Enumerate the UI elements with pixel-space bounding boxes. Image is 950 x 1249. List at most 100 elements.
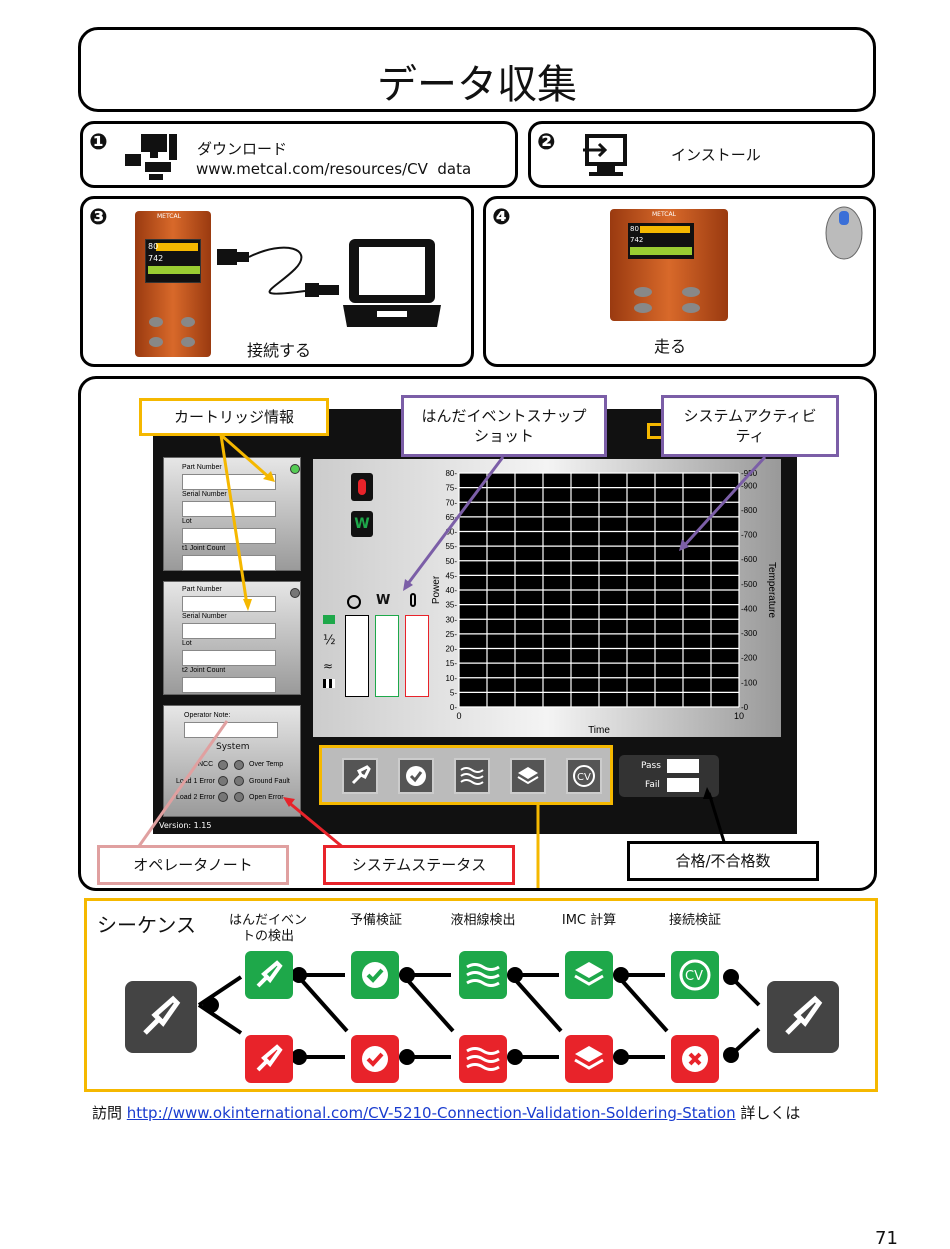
check-icon	[406, 766, 426, 786]
app-window: Part Number Serial Number Lot t1 Joint C…	[153, 409, 797, 834]
part-number-field[interactable]	[182, 596, 276, 612]
tip-event-button[interactable]	[342, 758, 378, 794]
y-tick-label: 35-	[445, 601, 457, 610]
field-label: Part Number	[182, 464, 222, 471]
serial-number-field[interactable]	[182, 501, 276, 517]
liquidus-button[interactable]	[454, 758, 490, 794]
status-label: Load 2 Error	[176, 794, 215, 801]
computer-icon	[125, 134, 177, 180]
soldering-tip-icon	[143, 995, 181, 1035]
serial-number-field[interactable]	[182, 623, 276, 639]
verify-fail-tile	[351, 1035, 399, 1083]
thermometer-bulb	[358, 479, 366, 495]
device-port	[634, 287, 652, 297]
device-screen-temp: 742	[630, 236, 644, 244]
device-brand: METCAL	[157, 213, 181, 220]
x-tick-label: 10	[734, 711, 744, 721]
x-tick-label: 0	[456, 711, 461, 721]
y-tick-label: 45-	[445, 571, 457, 580]
device-screen: 80 742	[628, 223, 694, 259]
sequence-box: シーケンス はんだイベントの検出 予備検証 液相線検出 IMC 計算 接続検証	[84, 898, 878, 1092]
y-tick-label: 65-	[445, 513, 457, 522]
step-4-box: ❹ METCAL 80 742 走る	[483, 196, 876, 367]
seq-label: 液相線検出	[450, 913, 516, 928]
callout-arrows	[135, 433, 767, 888]
device-brand: METCAL	[652, 211, 676, 218]
lot-field[interactable]	[182, 528, 276, 544]
cv-button[interactable]: CV	[566, 758, 602, 794]
passfail-callout: 合格/不合格数	[627, 841, 819, 881]
joint-count-field[interactable]	[182, 555, 276, 571]
operator-note-field[interactable]	[184, 722, 278, 738]
soldering-tip-icon	[256, 960, 283, 988]
x-circle-icon	[682, 1046, 708, 1072]
soldering-tip-icon	[351, 765, 371, 785]
y-axis-label: Power	[431, 575, 442, 604]
y2-axis-label: Temperature	[766, 562, 777, 619]
footer-link[interactable]: http://www.okinternational.com/CV-5210-C…	[126, 1104, 736, 1122]
system-label: System	[216, 742, 250, 752]
install-icon	[583, 134, 627, 176]
system-panel: Operator Note: System NCC Load 1 Error L…	[163, 705, 301, 817]
cv-fail-tile	[671, 1035, 719, 1083]
field-label: Lot	[182, 518, 192, 525]
app-box: Part Number Serial Number Lot t1 Joint C…	[78, 376, 877, 891]
field-label: Part Number	[182, 586, 222, 593]
cartridge-slot-2: Part Number Serial Number Lot t2 Joint C…	[163, 581, 301, 695]
cv-icon: CV	[573, 765, 595, 787]
seq-label: IMC 計算	[561, 913, 617, 928]
wave-icon	[466, 963, 500, 987]
y-tick-label: 40-	[445, 586, 457, 595]
y-tick-label: 5-	[450, 688, 457, 697]
seq-label: 予備検証	[349, 913, 402, 928]
thermometer-icon	[351, 473, 373, 501]
title-box: データ収集	[78, 27, 876, 112]
wave-icon	[460, 767, 484, 785]
station-device-top: METCAL 80 742	[610, 209, 728, 321]
cv-icon: CV	[679, 959, 711, 991]
y-tick-label: 15-	[445, 659, 457, 668]
laptop-icon	[343, 239, 441, 327]
device-port	[149, 317, 163, 327]
liquidus-pass-tile	[459, 951, 507, 999]
thermometer-small-icon	[410, 593, 416, 607]
y2-tick-label: -800	[741, 506, 758, 515]
footer-prefix: 訪問	[92, 1104, 127, 1122]
lot-field[interactable]	[182, 650, 276, 666]
snapshot-callout: はんだイベントスナップショット	[401, 395, 607, 457]
cartridge-callout: カートリッジ情報	[139, 398, 329, 436]
device-port	[149, 337, 163, 347]
version-label: Version: 1.15	[159, 821, 212, 830]
status-callout: システムステータス	[323, 845, 515, 885]
tool-bar: CV	[319, 745, 613, 805]
device-port	[682, 303, 700, 313]
usb-cable-icon	[217, 246, 339, 297]
field-label: Lot	[182, 640, 192, 647]
download-url: www.metcal.com/resources/CV data	[196, 160, 472, 178]
y-tick-label: 25-	[445, 630, 457, 639]
imc-pass-tile	[565, 951, 613, 999]
step-4-label: 走る	[654, 337, 687, 356]
device-screen-top: 80	[148, 242, 159, 251]
field-label: Serial Number	[182, 613, 227, 620]
status-label: NCC	[198, 761, 214, 768]
y-tick-label: 75-	[445, 484, 457, 493]
tip-fail-tile	[245, 1035, 293, 1083]
activity-chart: 0-5-10-15-20-25-30-35-40-45-50-55-60-65-…	[431, 469, 777, 736]
status-label: Ground Fault	[249, 778, 290, 785]
verify-button[interactable]	[398, 758, 434, 794]
cv-pass-tile: CV	[671, 951, 719, 999]
imc-button[interactable]	[510, 758, 546, 794]
tip-pass-tile	[245, 951, 293, 999]
device-screen-bar	[640, 226, 690, 233]
y-tick-label: 70-	[445, 498, 457, 507]
pass-count-field	[667, 759, 699, 773]
power-w-icon: W	[351, 511, 373, 537]
status-led	[234, 776, 244, 786]
page-number: 71	[875, 1228, 898, 1249]
soldering-tip-icon	[785, 995, 823, 1035]
sequence-title: シーケンス	[97, 913, 196, 937]
step-2-label: インストール	[671, 146, 761, 164]
y-tick-label: 0-	[450, 703, 457, 712]
joint-count-field[interactable]	[182, 677, 276, 693]
